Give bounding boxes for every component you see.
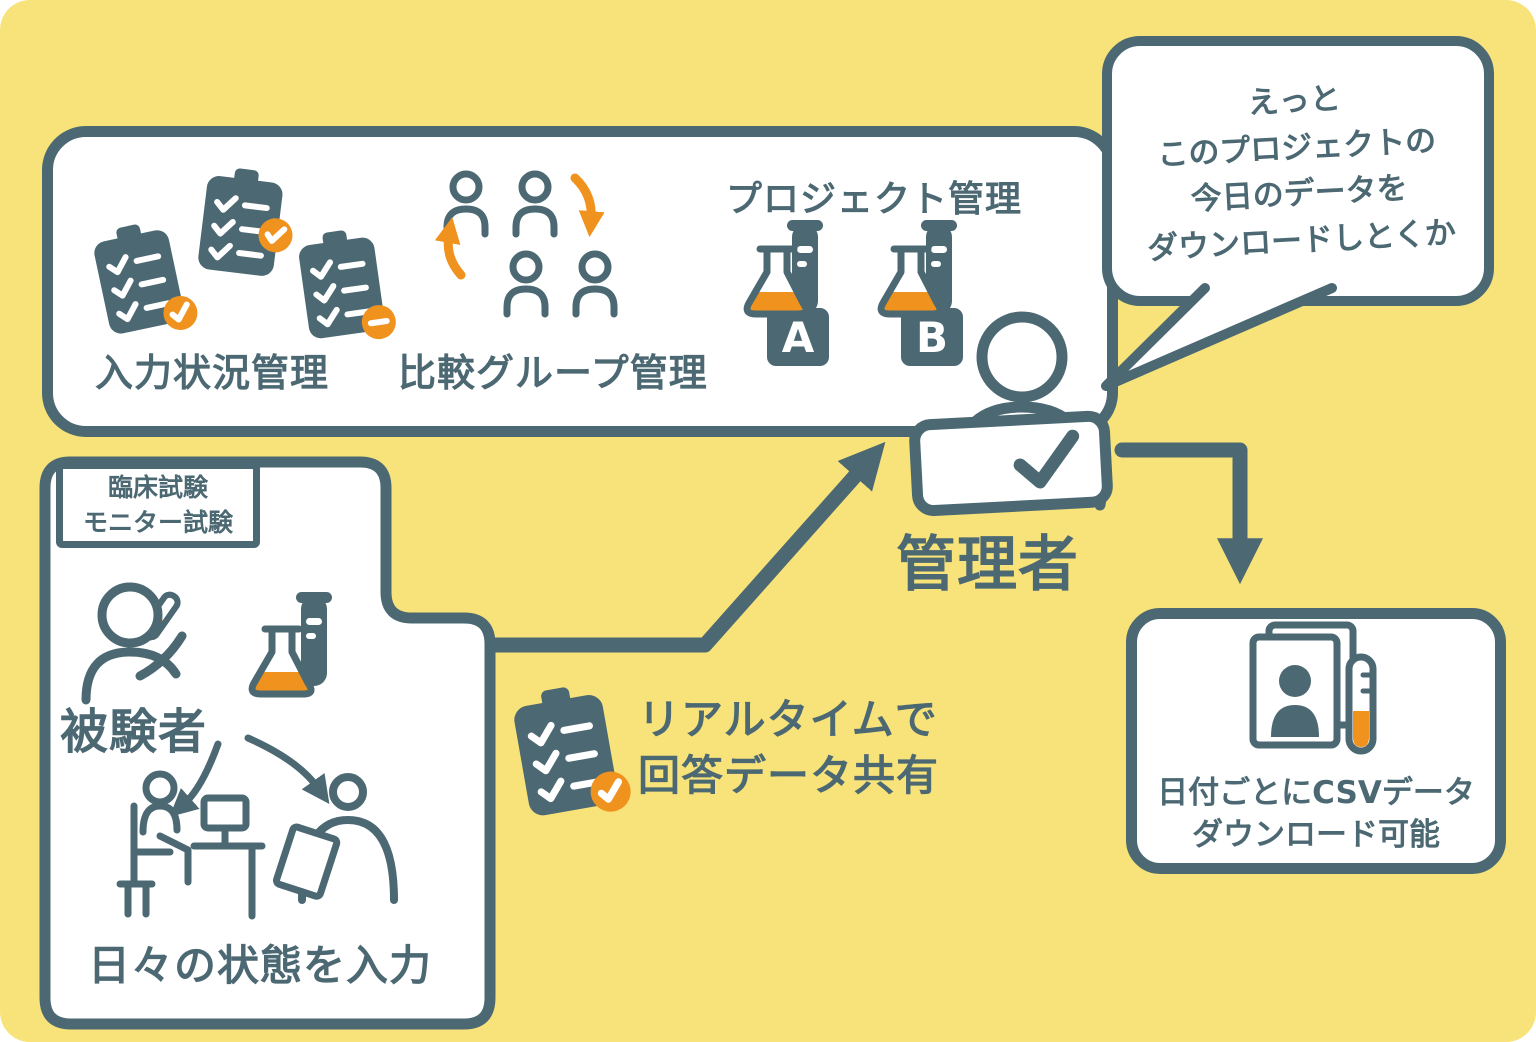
trial-tag-line2: モニター試験 [82, 508, 233, 537]
comparison-group-label: 比較グループ管理 [398, 351, 708, 395]
management-panel: A B 入力状況管理 比較グループ管理 プロジェクト管理 [42, 126, 1118, 437]
group-a-letter: A [782, 313, 815, 362]
trial-tag: 臨床試験 モニター試験 [56, 462, 260, 548]
administrator-label: 管理者 [896, 530, 1079, 600]
subject-person-icon [81, 582, 187, 705]
realtime-label-line1: リアルタイムで [638, 695, 938, 744]
reading-person-icon [272, 773, 398, 904]
group-a-flask-icon: A [747, 220, 829, 366]
desk-person-icon [116, 770, 266, 920]
csv-label-line1: 日付ごとにCSVデータ [1157, 775, 1475, 811]
input-status-label: 入力状況管理 [95, 351, 330, 395]
csv-label-line2: ダウンロード可能 [1192, 817, 1440, 853]
subject-to-desk-arrow [169, 740, 222, 818]
swap-down-arrow-icon [570, 173, 605, 238]
speech-bubble-tail [1101, 283, 1337, 391]
group-people-icons [434, 173, 614, 314]
swap-up-arrow-icon [434, 217, 466, 280]
csv-download-box: 日付ごとにCSVデータ ダウンロード可能 [1126, 608, 1506, 874]
laptop-check-icon [1013, 429, 1080, 489]
project-management-label: プロジェクト管理 [726, 179, 1023, 220]
realtime-label-line2: 回答データ共有 [638, 751, 940, 800]
daily-input-label: 日々の状態を入力 [88, 941, 433, 990]
csv-file-icon [1249, 621, 1377, 755]
subject-to-reader-arrow [244, 734, 330, 804]
management-panel-icons: A B [53, 137, 963, 366]
csv-test-tube-icon [1345, 653, 1377, 755]
subject-to-admin-arrow [466, 441, 886, 653]
trial-tag-line1: 臨床試験 [107, 473, 208, 502]
laptop-icon [909, 410, 1113, 517]
csv-person-silhouette [1279, 665, 1311, 697]
group-b-letter: B [916, 313, 948, 362]
subject-label: 被験者 [60, 704, 208, 760]
administrator-icon [909, 311, 1113, 517]
admin-to-csv-arrow [1114, 442, 1263, 585]
group-b-flask-icon: B [881, 220, 963, 366]
